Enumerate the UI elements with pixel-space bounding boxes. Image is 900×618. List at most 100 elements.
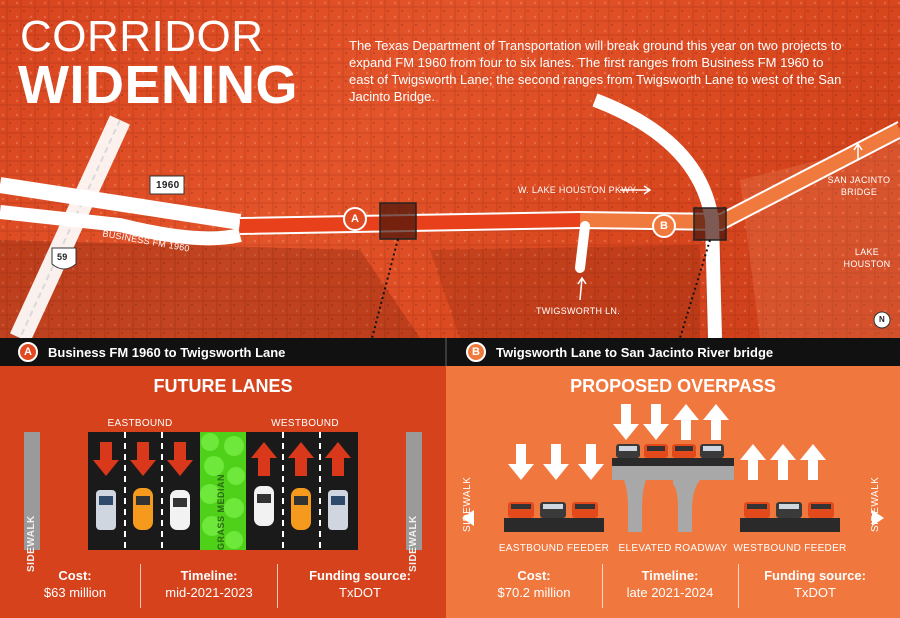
leader-line-a: [371, 238, 399, 338]
lake-houston-pkwy-label: W. LAKE HOUSTON PKWY.: [518, 185, 638, 195]
westbound-feeder-arrows: [740, 444, 826, 480]
car-icon: [644, 444, 668, 458]
eastbound-label: EASTBOUND: [107, 418, 173, 429]
north-arrow-icon: [873, 311, 891, 329]
elevated-roadway-structure: [612, 464, 734, 532]
bar-divider: [445, 338, 447, 366]
up-arrow-icon: [673, 404, 699, 440]
car-icon: [328, 490, 348, 530]
car-icon: [572, 502, 598, 518]
up-arrow-icon: [800, 444, 826, 480]
up-arrow-icon: [770, 444, 796, 480]
proposed-overpass-title: PROPOSED OVERPASS: [570, 376, 776, 396]
interchange-b-box: [693, 207, 727, 241]
funding-stat-b: Funding source: TxDOT: [740, 568, 890, 600]
timeline-label: Timeline:: [641, 568, 699, 583]
median-bushes: [200, 433, 245, 549]
timeline-value: late 2021-2024: [626, 585, 714, 600]
us59-shield-label: 59: [57, 252, 68, 262]
section-b-heading: Twigsworth Lane to San Jacinto River bri…: [496, 344, 774, 360]
car-icon: [776, 502, 802, 518]
left-arrow-icon: [462, 510, 474, 526]
lake-houston-label-1: LAKE: [854, 247, 880, 257]
cost-stat-a: Cost: $63 million: [10, 568, 140, 600]
lanes-diagram: [24, 432, 422, 550]
westbound-arrows: [251, 442, 351, 476]
car-icon: [540, 502, 566, 518]
stat-divider: [277, 564, 278, 608]
down-arrow-icon: [93, 442, 119, 476]
business-fm1960-road: [0, 205, 242, 246]
car-icon: [133, 488, 153, 530]
highway-shield-icon: [51, 247, 77, 270]
intro-text: The Texas Department of Transportation w…: [349, 38, 842, 104]
interchange-a-box: [379, 202, 417, 240]
overpass-diagram: [462, 404, 884, 532]
urban-patch: [430, 245, 700, 338]
down-arrow-icon: [167, 442, 193, 476]
fm1960-west-road: [0, 177, 242, 230]
down-arrow-icon: [543, 444, 569, 480]
map-area: CORRIDOR WIDENING The Texas Department o…: [0, 0, 900, 338]
cost-value: $63 million: [43, 585, 107, 600]
corridor-map: [0, 0, 900, 338]
elevated-roadway-label: ELEVATED ROADWAY: [618, 543, 728, 554]
up-arrow-icon: [740, 444, 766, 480]
car-icon: [616, 444, 640, 458]
median-label: GRASS MEDIAN: [216, 473, 226, 550]
funding-label: Funding source:: [764, 568, 866, 583]
lake-houston-label-2: HOUSTON: [843, 259, 891, 269]
timeline-value: mid-2021-2023: [165, 585, 253, 600]
proposed-overpass-panel: PROPOSED OVERPASS: [446, 366, 900, 618]
lane-dividers: [124, 432, 321, 550]
title-line-1: CORRIDOR: [20, 12, 264, 61]
funding-stat-a: Funding source: TxDOT: [280, 568, 440, 600]
section-b-header: B Twigsworth Lane to San Jacinto River b…: [466, 338, 773, 366]
car-icon: [508, 502, 534, 518]
urban-patch: [0, 240, 420, 338]
twigsworth-road: [575, 221, 590, 273]
up-arrow-icon: [251, 442, 277, 476]
sidewalk-right-label: SIDEWALK: [408, 515, 419, 572]
car-icon: [254, 486, 274, 526]
leader-line-b: [679, 239, 711, 338]
car-icon: [170, 490, 190, 530]
section-a-badge: A: [18, 342, 38, 362]
section-a-heading: Business FM 1960 to Twigsworth Lane: [48, 344, 286, 360]
down-arrow-icon: [578, 444, 604, 480]
car-icon: [744, 502, 770, 518]
stat-divider: [140, 564, 141, 608]
car-icon: [808, 502, 834, 518]
up-arrow-icon: [288, 442, 314, 476]
car-icon: [291, 488, 311, 530]
down-arrow-icon: [130, 442, 156, 476]
section-b-badge: B: [466, 342, 486, 362]
right-arrow-icon: [872, 510, 884, 526]
sidewalk-left: [24, 432, 40, 550]
funding-value: TxDOT: [339, 585, 381, 600]
up-arrow-icon: [325, 442, 351, 476]
cost-label: Cost:: [517, 568, 551, 583]
pointer-arrow-icon: [620, 185, 652, 195]
future-lanes-title: FUTURE LANES: [153, 376, 293, 396]
eastbound-feeder-label: EASTBOUND FEEDER: [498, 543, 610, 554]
us59-road: [10, 115, 130, 338]
eastbound-feeder-road: [504, 518, 604, 532]
down-arrow-icon: [613, 404, 639, 440]
pointer-arrow-icon: [853, 142, 863, 160]
up-arrow-icon: [703, 404, 729, 440]
funding-value: TxDOT: [794, 585, 836, 600]
elevated-arrows: [613, 404, 729, 440]
fm1960-sign-label: 1960: [156, 180, 180, 191]
westbound-label: WESTBOUND: [271, 418, 339, 429]
westbound-feeder-label: WESTBOUND FEEDER: [733, 543, 847, 554]
san-jacinto-label-2: BRIDGE: [840, 187, 878, 197]
section-a-header: A Business FM 1960 to Twigsworth Lane: [18, 338, 285, 366]
north-label: N: [879, 315, 886, 324]
map-texture: [0, 0, 900, 338]
fm1960-sign: [149, 175, 185, 195]
sidewalk-left-label-b: SIDEWALK: [462, 476, 473, 532]
future-lanes-panel: FUTURE LANES EASTBOUND WESTBOUND: [0, 366, 446, 618]
stat-divider: [602, 564, 603, 608]
